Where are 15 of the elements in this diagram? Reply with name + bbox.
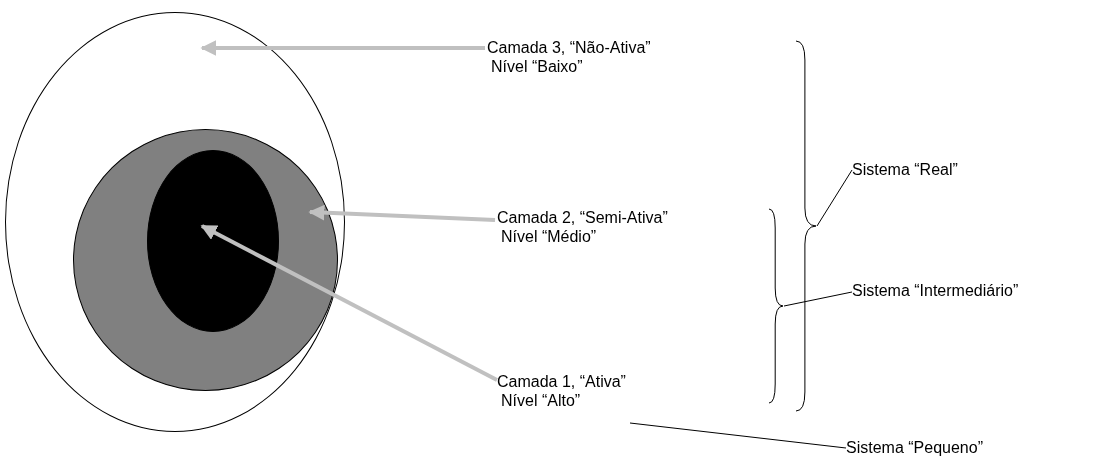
leader-line bbox=[783, 291, 853, 307]
callout-text: Camada 1, “Ativa” bbox=[497, 372, 626, 391]
arrow bbox=[308, 204, 496, 222]
arrow bbox=[200, 224, 498, 382]
callout-text: Nível “Médio” bbox=[500, 227, 598, 246]
callout-text: Nível “Baixo” bbox=[490, 57, 584, 76]
callout-text: Camada 2, “Semi-Ativa” bbox=[497, 208, 668, 227]
arrow bbox=[200, 40, 485, 56]
leader-line bbox=[629, 422, 847, 449]
leader-line bbox=[816, 169, 853, 227]
callout-text: Sistema “Real” bbox=[852, 160, 958, 179]
callout-text: Nível “Alto” bbox=[500, 391, 582, 410]
callout-text: Sistema “Pequeno” bbox=[846, 438, 983, 457]
callout-text: Sistema “Intermediário” bbox=[852, 281, 1019, 300]
callout-text: Camada 3, “Não-Ativa” bbox=[487, 38, 651, 57]
